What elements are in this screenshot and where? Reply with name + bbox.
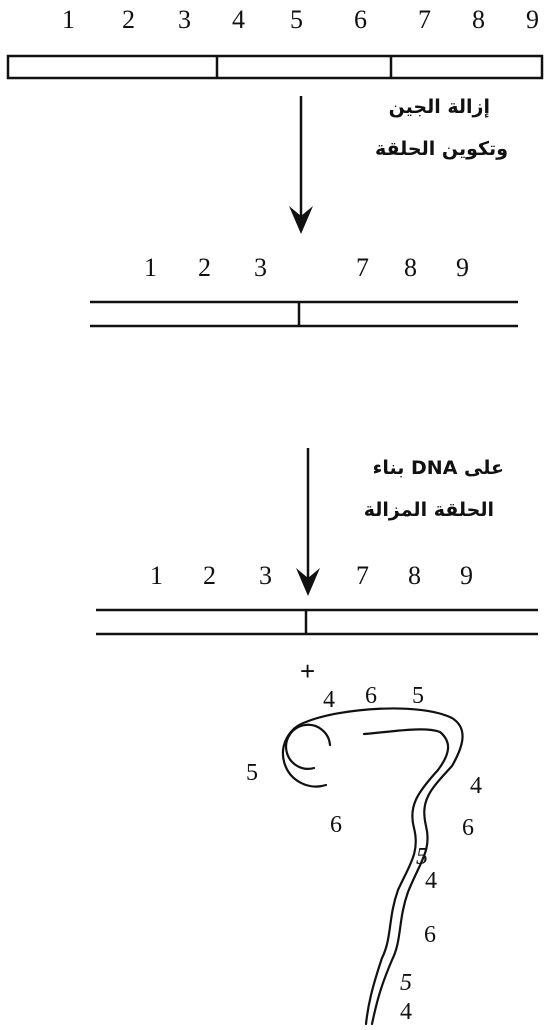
final-number-8: 8 (408, 561, 421, 590)
loop-label-6c: 6 (462, 815, 474, 841)
top-number-4: 4 (232, 5, 245, 34)
top-number-1: 1 (62, 5, 75, 34)
final-dna-double-line (96, 608, 538, 636)
loop-label-6b: 6 (330, 812, 342, 838)
top-number-8: 8 (472, 5, 485, 34)
loop-label-4c: 4 (425, 868, 437, 894)
plus-sign: + (300, 656, 315, 686)
loop-label-4a: 4 (323, 687, 335, 713)
excised-number-3: 3 (254, 253, 267, 282)
step2-label-line2: الحلقة المزالة (364, 499, 494, 521)
excised-dna-double-line (90, 300, 518, 328)
top-number-2: 2 (122, 5, 135, 34)
final-number-9: 9 (460, 561, 473, 590)
top-number-7: 7 (418, 5, 431, 34)
excision-arrow (289, 96, 313, 234)
loop-labels: 4 6 5 5 6 4 6 5 4 6 5 4 (246, 683, 482, 1025)
step1-label: إزالة الجين وتكوين الحلقة (375, 96, 508, 160)
loop-label-5c: 5 (416, 844, 428, 870)
excised-number-8: 8 (404, 253, 417, 282)
final-number-row: 1 2 3 7 8 9 (150, 561, 473, 590)
excised-number-2: 2 (198, 253, 211, 282)
loop-label-4d: 4 (400, 999, 412, 1025)
loop-label-5b: 5 (246, 760, 258, 786)
step2-label: بناء DNA على الحلقة المزالة (364, 457, 504, 521)
loop-label-5d: 5 (400, 970, 412, 996)
excised-circle-with-strand (281, 707, 464, 1026)
final-number-7: 7 (356, 561, 369, 590)
synthesis-arrow (296, 448, 320, 596)
final-number-1: 1 (150, 561, 163, 590)
loop-label-6a: 6 (365, 683, 377, 709)
top-number-row: 1 2 3 4 5 6 7 8 9 (62, 5, 539, 34)
loop-label-5a: 5 (412, 683, 424, 709)
excised-number-7: 7 (356, 253, 369, 282)
excised-number-1: 1 (144, 253, 157, 282)
final-number-3: 3 (259, 561, 272, 590)
top-number-3: 3 (178, 5, 191, 34)
top-number-9: 9 (526, 5, 539, 34)
step2-label-line1: بناء DNA على (373, 457, 504, 479)
step1-label-line1: إزالة الجين (389, 96, 490, 118)
top-number-5: 5 (290, 5, 303, 34)
excised-number-row: 1 2 3 7 8 9 (144, 253, 469, 282)
loop-label-6d: 6 (424, 922, 436, 948)
final-number-2: 2 (203, 561, 216, 590)
loop-label-4b: 4 (470, 773, 482, 799)
top-number-6: 6 (354, 5, 367, 34)
excised-number-9: 9 (456, 253, 469, 282)
top-dna-bar (6, 54, 544, 80)
step1-label-line2: وتكوين الحلقة (375, 138, 508, 160)
